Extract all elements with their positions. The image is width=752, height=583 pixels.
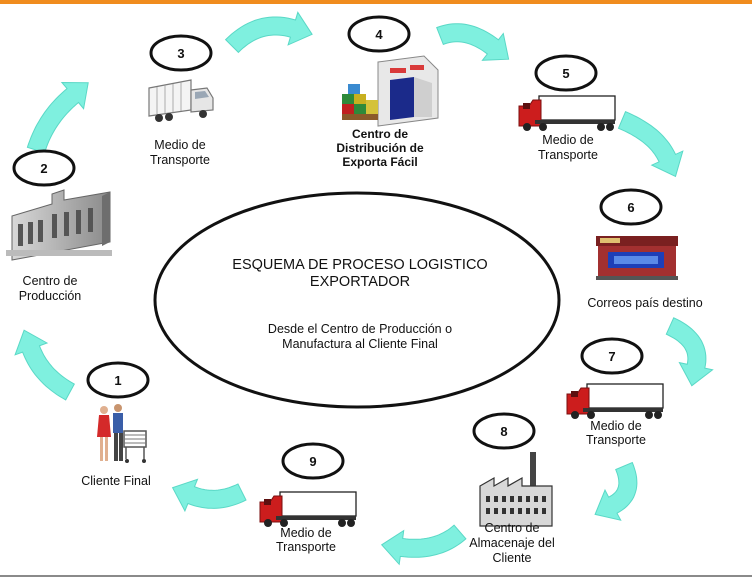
white-truck-icon xyxy=(148,79,214,122)
red-truck-icon xyxy=(518,95,616,131)
flow-arrows xyxy=(14,11,714,566)
warehouse-icon xyxy=(342,55,439,127)
step-1-number: 1 xyxy=(114,373,121,388)
step-9-label: Medio de Transporte xyxy=(276,526,336,554)
step-4-number: 4 xyxy=(375,27,383,42)
red-truck-icon xyxy=(259,491,357,527)
center-title: ESQUEMA DE PROCESO LOGISTICO EXPORTADOR xyxy=(232,257,488,290)
step-3-label: Medio de Transporte xyxy=(150,138,210,167)
step-3-number: 3 xyxy=(177,46,184,61)
step-5-label: Medio de Transporte xyxy=(538,133,598,162)
step-7-number: 7 xyxy=(608,349,615,364)
step-8-label: Centro de Almacenaje del Cliente xyxy=(469,521,555,565)
shoppers-icon xyxy=(97,404,147,463)
step-1-label: Cliente Final xyxy=(81,474,151,488)
factory-building-icon xyxy=(6,189,112,261)
top-bar xyxy=(0,0,752,4)
step-4-label: Centro de Distribución de Exporta Fácil xyxy=(336,127,424,169)
step-9-number: 9 xyxy=(309,454,316,469)
post-office-icon xyxy=(596,236,678,280)
step-2-badge: 2 xyxy=(12,149,76,187)
center-ellipse xyxy=(153,191,561,409)
step-4-badge: 4 xyxy=(347,15,411,53)
step-6-badge: 6 xyxy=(599,188,663,226)
step-5-number: 5 xyxy=(562,66,569,81)
step-6-number: 6 xyxy=(627,200,634,215)
flow-arrow-8 xyxy=(380,524,467,566)
flow-arrow-5 xyxy=(617,111,684,178)
step-6-label: Correos país destino xyxy=(587,296,703,310)
step-2-label: Centro de Producción xyxy=(18,274,82,303)
factory-chimney-icon xyxy=(479,452,553,527)
step-8-badge: 8 xyxy=(472,412,536,450)
step-7-label: Medio de Transporte xyxy=(586,419,646,447)
step-1-badge: 1 xyxy=(86,361,150,399)
flow-arrow-7 xyxy=(594,461,638,521)
step-7-badge: 7 xyxy=(580,337,644,375)
step-2-number: 2 xyxy=(40,161,47,176)
flow-arrow-6 xyxy=(665,317,714,387)
step-5-badge: 5 xyxy=(534,54,598,92)
flow-arrow-3 xyxy=(224,11,313,54)
flow-arrow-4 xyxy=(436,23,510,61)
center-subtitle: Desde el Centro de Producción o Manufact… xyxy=(267,322,453,351)
step-3-badge: 3 xyxy=(149,34,213,72)
bottom-line xyxy=(0,575,752,577)
red-truck-icon xyxy=(566,383,664,419)
flow-arrow-9 xyxy=(171,478,247,513)
flow-arrow-1 xyxy=(14,329,75,401)
step-9-badge: 9 xyxy=(281,442,345,480)
flow-arrow-2 xyxy=(26,81,89,154)
step-8-number: 8 xyxy=(500,424,507,439)
